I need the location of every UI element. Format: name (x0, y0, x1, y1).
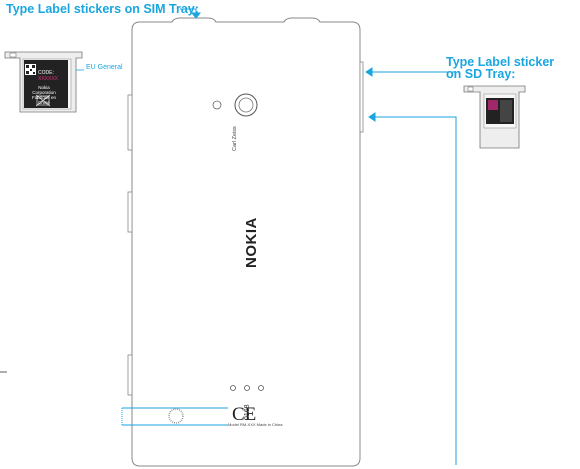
ce-mark: CE (232, 404, 257, 425)
notified-body-number: 0168 (244, 404, 251, 420)
sim-tray-label: Type Label stickers on SIM Tray: (6, 2, 199, 16)
speaker-grille (168, 408, 184, 424)
model-text: Model RM-XXX Made in China (228, 422, 283, 427)
sim-corp-line2: Fabriqué en Chine (31, 95, 57, 105)
phone-side-button (127, 354, 133, 396)
sim-corp-text: Nokia Corporation Fabriqué en Chine (27, 85, 61, 105)
connector-dot (258, 385, 264, 391)
camera-lens-inner (238, 97, 254, 113)
sd-tray-label-line2: on SD Tray: (446, 67, 516, 81)
camera-flash (212, 100, 222, 110)
phone-side-button (127, 191, 133, 233)
connector-dot (230, 385, 236, 391)
sd-slot-arrow (375, 116, 457, 465)
phone-side-button (127, 94, 133, 151)
sim-code-value: XXXXXX (38, 76, 59, 82)
sd-slot-arrowhead (368, 112, 376, 122)
camera-brand: Carl Zeiss (232, 126, 238, 151)
sim-code-label: CODE: (38, 70, 54, 76)
connector-dot (244, 385, 250, 391)
brand-logo: NOKIA (243, 217, 260, 268)
sim-tray (4, 51, 83, 113)
sd-tray-label-line1: Type Label sticker (446, 55, 555, 69)
sd-tray-arrowhead (365, 67, 373, 77)
phone-side-button (359, 61, 364, 133)
sim-tray-arrow (180, 8, 197, 14)
eu-general-label: EU General (86, 64, 123, 71)
sim-corp-line1: Nokia Corporation (32, 85, 56, 95)
sd-tray (463, 85, 526, 149)
sd-tray-label: Type Label sticker on SD Tray: (446, 55, 555, 81)
sim-tray-arrowhead (190, 12, 202, 19)
phone-body (131, 17, 361, 467)
